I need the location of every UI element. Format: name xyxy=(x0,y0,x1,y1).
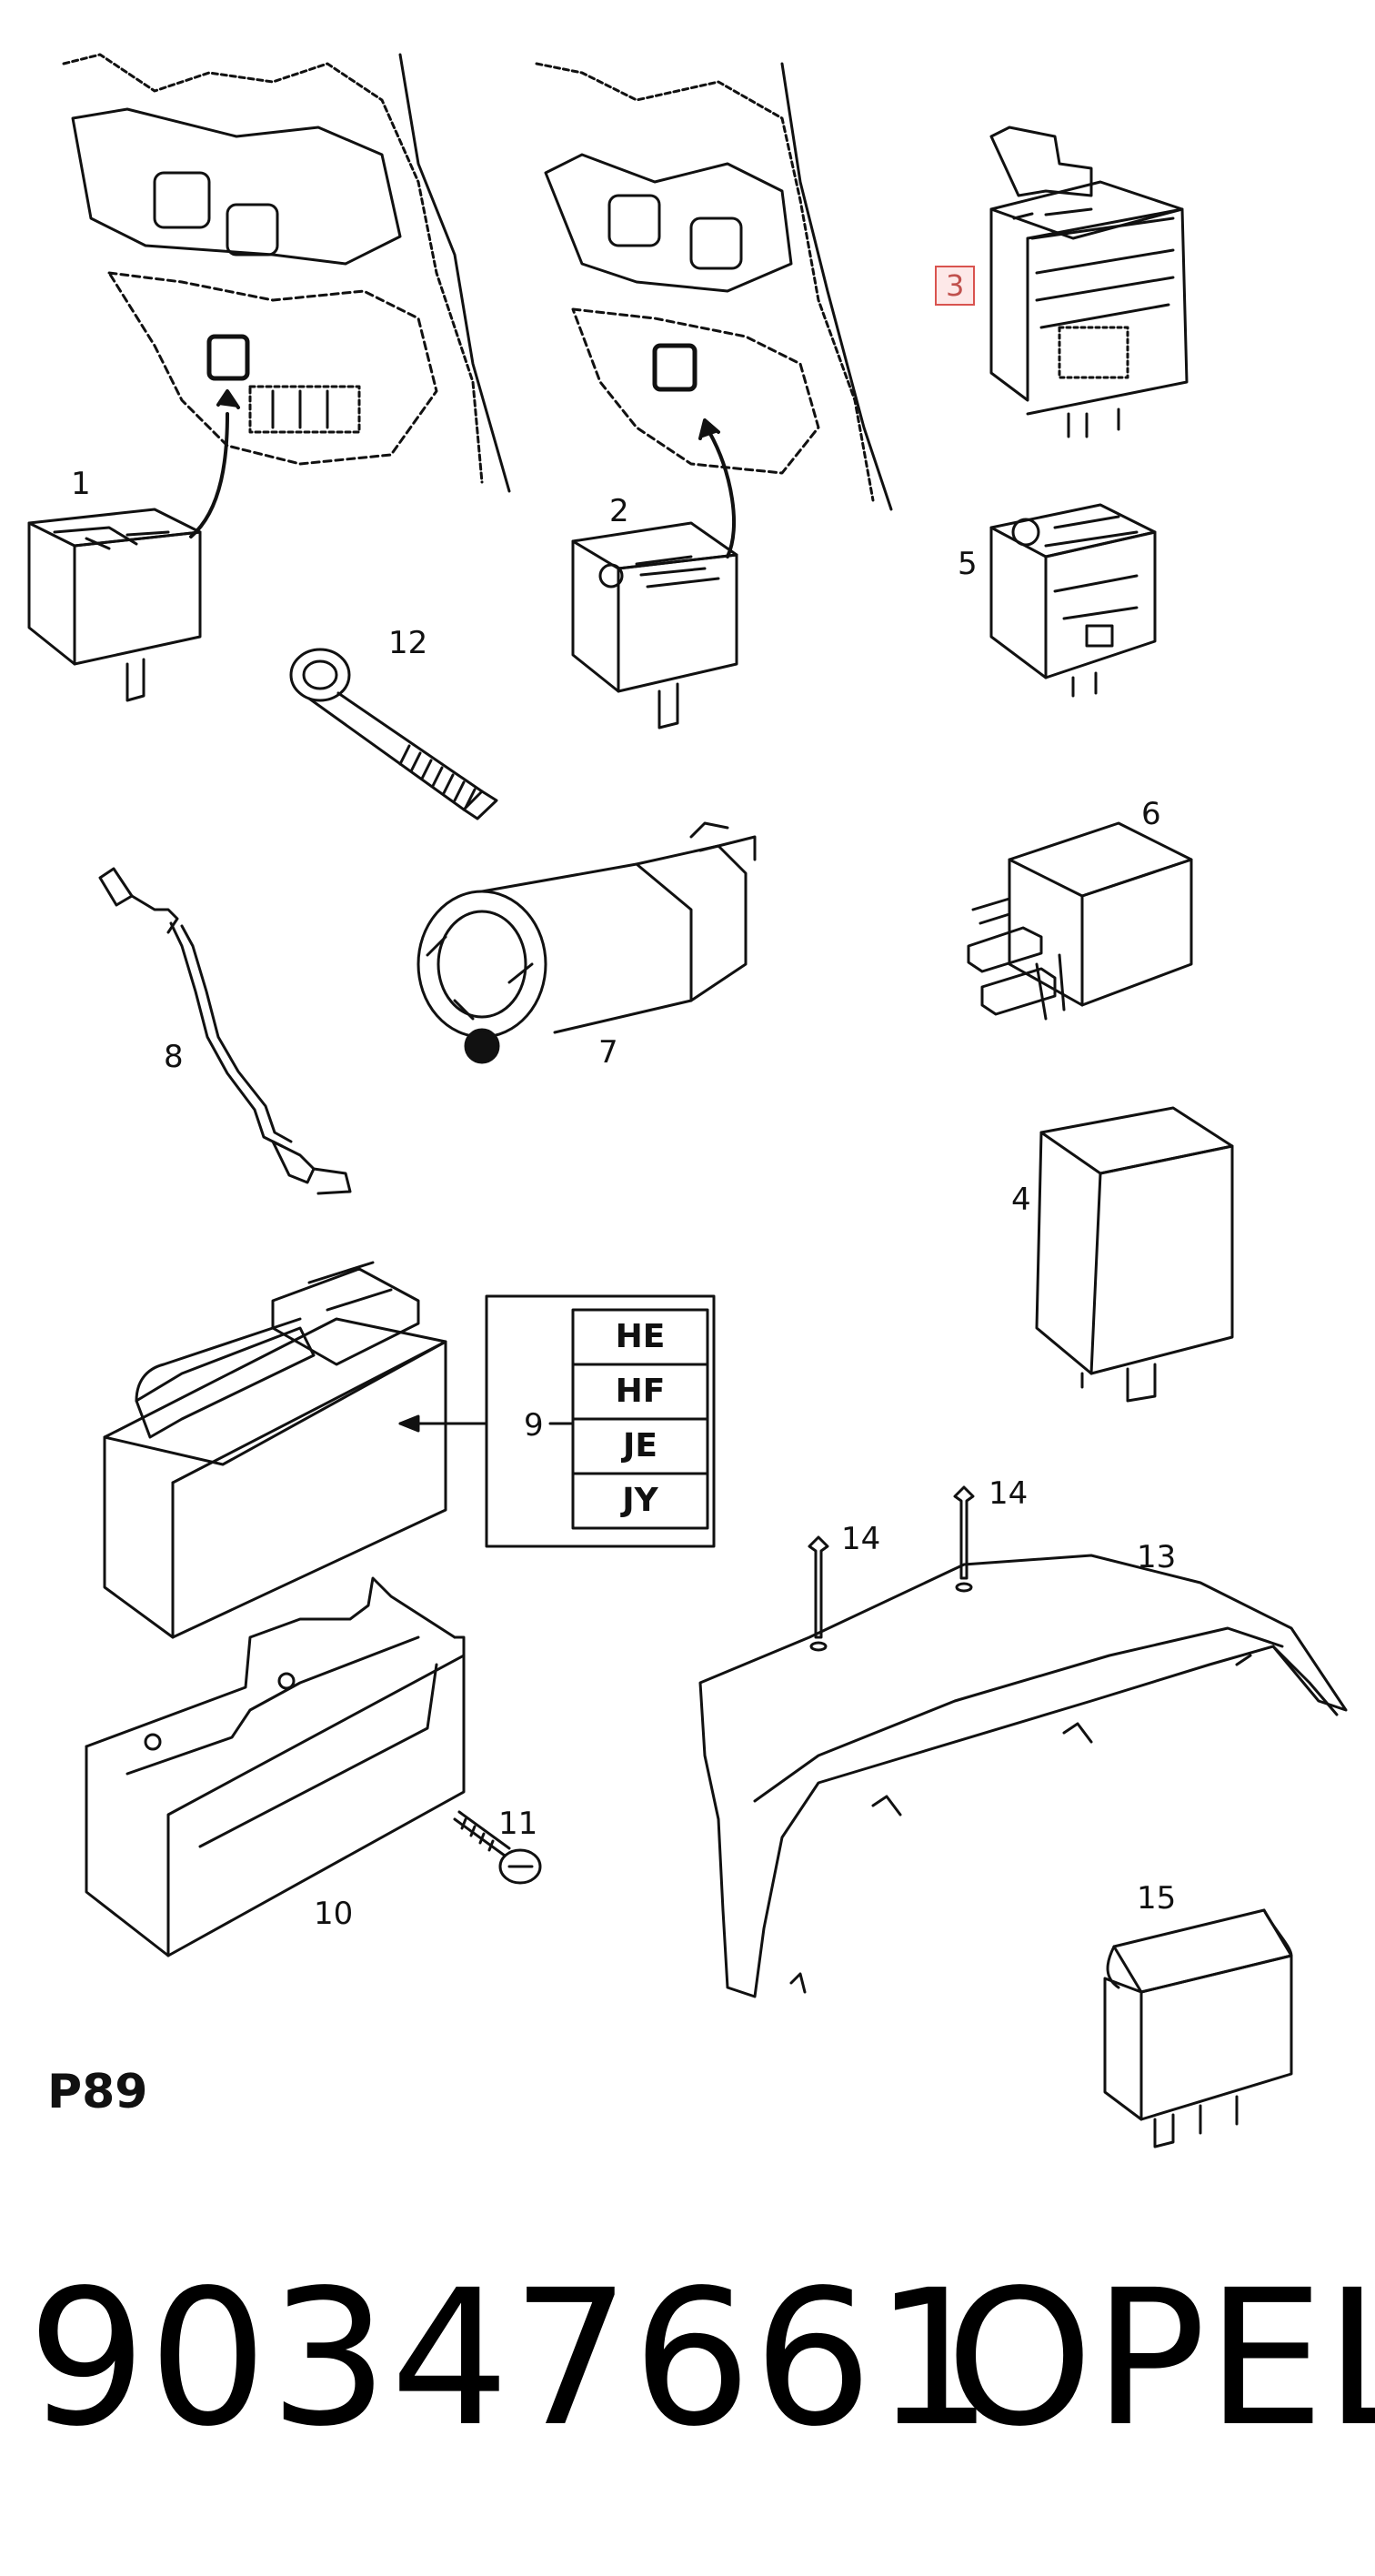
callout-3-highlighted[interactable]: 3 xyxy=(935,266,976,306)
callout-9: 9 xyxy=(524,1407,544,1444)
ignition-switch-7-drawing xyxy=(417,821,757,1064)
dashboard-location-sketch-left xyxy=(62,53,511,493)
switch-15-drawing xyxy=(1103,1908,1293,2148)
callout-1: 1 xyxy=(71,466,91,502)
callout-12: 12 xyxy=(388,625,428,661)
variant-cell-1: HE xyxy=(615,1318,666,1355)
clip-14-right-drawing xyxy=(953,1485,975,1593)
relay-5-drawing xyxy=(989,503,1157,698)
variant-table-frame xyxy=(485,1294,716,1548)
clip-14-left-drawing xyxy=(808,1535,829,1652)
callout-8: 8 xyxy=(164,1039,184,1075)
callout-5: 5 xyxy=(958,546,978,582)
callout-6: 6 xyxy=(1141,796,1161,832)
relay-6-drawing xyxy=(967,821,1193,1021)
battery-tray-10-drawing xyxy=(85,1576,466,1957)
wire-harness-8-drawing xyxy=(98,867,352,1195)
relay-1-drawing xyxy=(27,508,202,702)
callout-4: 4 xyxy=(1011,1182,1031,1218)
callout-14-right: 14 xyxy=(989,1475,1029,1512)
callout-11: 11 xyxy=(498,1806,538,1842)
dashboard-location-sketch-middle xyxy=(535,62,893,511)
arrow-to-relay-2 xyxy=(708,430,737,558)
bolt-12-drawing xyxy=(289,648,498,820)
relay-3-drawing xyxy=(989,126,1189,438)
arrow-to-relay-1 xyxy=(189,412,229,538)
callout-7: 7 xyxy=(598,1034,618,1071)
screw-11-drawing xyxy=(453,1810,542,1885)
variant-cell-4: JY xyxy=(622,1482,658,1519)
cover-panel-13-drawing xyxy=(698,1554,1348,1998)
callout-2: 2 xyxy=(609,493,629,529)
brand-name: OPEL xyxy=(946,2249,1375,2468)
variant-cell-2: HF xyxy=(615,1373,666,1410)
part-number: 90347661 xyxy=(27,2249,996,2468)
battery-9-drawing xyxy=(103,1261,447,1639)
relay-2-drawing xyxy=(571,521,738,730)
callout-15: 15 xyxy=(1137,1880,1177,1917)
page-code: P89 xyxy=(47,2065,148,2119)
relay-4-drawing xyxy=(1035,1106,1234,1403)
variant-cell-3: JE xyxy=(623,1427,657,1464)
callout-13: 13 xyxy=(1137,1539,1177,1575)
callout-10: 10 xyxy=(314,1896,354,1932)
callout-14-left: 14 xyxy=(841,1521,881,1557)
